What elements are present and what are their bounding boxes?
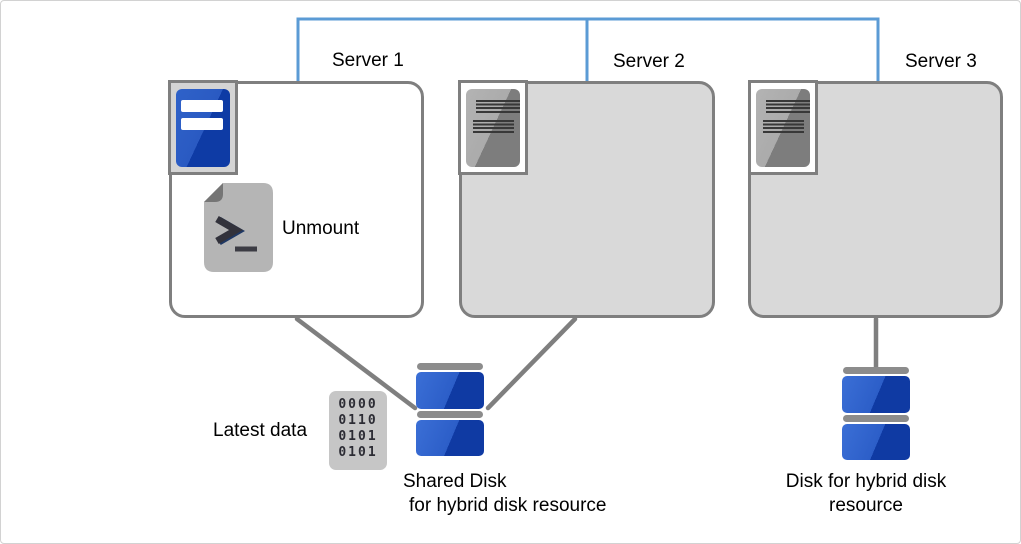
server2-shared-disk-link <box>485 316 578 411</box>
server3-tower-icon <box>748 80 818 175</box>
tower-vent <box>766 99 810 113</box>
tower-vent <box>763 119 804 133</box>
server2-box <box>459 81 715 318</box>
disk-cap <box>843 367 909 374</box>
disk-platter <box>842 424 910 460</box>
disk-cap <box>843 415 909 422</box>
binary-row: 0000 <box>338 397 378 412</box>
blue-server-tower <box>176 88 230 167</box>
server1-shared-disk-link <box>294 316 418 411</box>
binary-row: 0101 <box>338 429 378 444</box>
binary-row: 0101 <box>338 445 378 460</box>
server1-tower-icon <box>168 80 238 175</box>
tower-vent <box>476 99 520 113</box>
disk-platter <box>842 376 910 413</box>
disk-platter <box>416 372 484 409</box>
gray-server-tower <box>756 88 810 167</box>
binary-row: 0110 <box>338 413 378 428</box>
shared-disk-label-line2: for hybrid disk resource <box>409 495 607 516</box>
server1-label: Server 1 <box>332 50 404 71</box>
server3-label: Server 3 <box>905 51 977 72</box>
binary-data-icon: 0000 0110 0101 0101 <box>329 391 387 470</box>
disk-platter <box>416 420 484 456</box>
unmount-label: Unmount <box>282 218 360 239</box>
folded-corner <box>204 183 223 202</box>
tower-slot <box>181 99 223 112</box>
hybrid-disk-label-line2: resource <box>829 495 903 516</box>
disk-cap <box>417 411 483 418</box>
tower-vent <box>473 119 514 133</box>
shared-disk-label: Shared Disk for hybrid disk resource <box>403 470 606 518</box>
disk-cap <box>417 363 483 370</box>
latest-data-label: Latest data <box>213 420 308 441</box>
shared-disk-icon <box>416 363 484 456</box>
gray-server-tower <box>466 88 520 167</box>
script-terminal-icon <box>204 183 274 278</box>
shared-disk-label-line1: Shared Disk <box>403 471 507 492</box>
tower-slot <box>181 117 223 130</box>
hybrid-disk-label: Disk for hybrid disk resource <box>753 470 979 518</box>
hybrid-disk-icon <box>842 367 910 460</box>
server2-tower-icon <box>458 80 528 175</box>
prompt-chevron <box>215 215 243 245</box>
server2-label: Server 2 <box>613 51 685 72</box>
hybrid-disk-label-line1: Disk for hybrid disk <box>785 471 947 492</box>
